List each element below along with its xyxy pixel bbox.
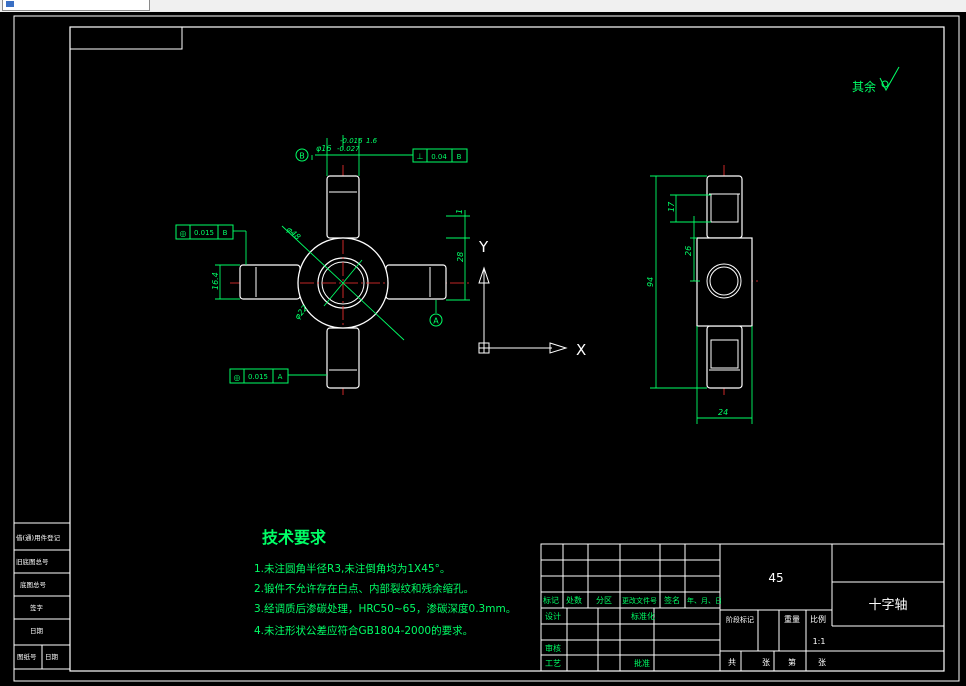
inner-border bbox=[69, 26, 945, 672]
side-label-1: 借(通)用件登记 bbox=[16, 533, 61, 542]
tb-label-count: 处数 bbox=[566, 595, 582, 605]
ucs-y-label: Y bbox=[478, 238, 489, 256]
side-block bbox=[13, 522, 71, 670]
tech-item-3: 3.经调质后渗碳处理，HRC50~65，渗碳深度0.3mm。 bbox=[254, 602, 516, 615]
tech-title: 技术要求 bbox=[262, 528, 327, 547]
tb-scale: 1:1 bbox=[813, 637, 826, 646]
cad-viewport[interactable]: 借(通)用件登记 旧底图总号 底图总号 签字 日期 图纸号 日期 其余 bbox=[0, 12, 966, 686]
tb-label-docno: 更改文件号 bbox=[622, 596, 657, 605]
dim-h28: 28 bbox=[456, 252, 465, 262]
svg-text:⊥: ⊥ bbox=[417, 152, 424, 161]
tolerance-frame-left: ◎ 0.015 B bbox=[175, 224, 234, 240]
tb-standard: 标准化 bbox=[631, 611, 655, 621]
svg-text:B: B bbox=[299, 152, 305, 161]
dim-ra: 1.6 bbox=[366, 137, 378, 145]
drawing-file-icon bbox=[6, 1, 14, 7]
tb-process: 工艺 bbox=[545, 659, 561, 668]
dim-side-94: 94 bbox=[646, 277, 655, 287]
dim-dia-shaft: φ16 bbox=[316, 144, 331, 153]
tolerance-frame-top: ⊥ 0.04 B bbox=[412, 148, 468, 163]
tb-ratio: 比例 bbox=[810, 614, 826, 624]
side-label-3: 底图总号 bbox=[20, 580, 47, 589]
svg-text:0.015: 0.015 bbox=[194, 229, 214, 237]
dim-side-17: 17 bbox=[667, 201, 676, 212]
side-label-5: 日期 bbox=[30, 627, 44, 635]
tb-total: 共 bbox=[728, 658, 736, 667]
dim-h1: 1 bbox=[455, 209, 464, 214]
tb-page-unit: 张 bbox=[818, 658, 826, 667]
svg-text:0.04: 0.04 bbox=[431, 153, 447, 161]
dim-side-24: 24 bbox=[718, 408, 728, 417]
tb-sheet: 张 bbox=[762, 658, 770, 667]
tb-label-mark: 标记 bbox=[543, 595, 559, 605]
tolerance-frame-bottom: ◎ 0.015 A bbox=[229, 368, 289, 384]
svg-text:A: A bbox=[433, 317, 439, 326]
tb-review: 审核 bbox=[545, 643, 561, 653]
ucs-icon bbox=[478, 266, 568, 354]
tb-page: 第 bbox=[788, 657, 796, 667]
datum-a-marker: A bbox=[429, 313, 443, 327]
tb-label-zone: 分区 bbox=[596, 596, 612, 605]
tech-item-1: 1.未注圆角半径R3,未注倒角均为1X45°。 bbox=[254, 562, 450, 575]
svg-text:◎: ◎ bbox=[180, 229, 187, 238]
tb-approve: 批准 bbox=[634, 658, 650, 668]
tb-label-date: 年、月、日 bbox=[687, 596, 722, 605]
side-dimensions bbox=[650, 175, 753, 424]
side-label-2: 旧底图总号 bbox=[16, 557, 49, 566]
title-block bbox=[540, 543, 945, 672]
dim-tol-lower: -0.027 bbox=[337, 145, 360, 153]
side-bottom-2: 日期 bbox=[45, 653, 59, 661]
drawing-canvas: 借(通)用件登记 旧底图总号 底图总号 签字 日期 图纸号 日期 其余 bbox=[13, 15, 960, 682]
tb-design: 设计 bbox=[545, 611, 561, 621]
tech-item-2: 2.锻件不允许存在白点、内部裂纹和残余缩孔。 bbox=[254, 582, 474, 595]
side-bottom-1: 图纸号 bbox=[17, 652, 37, 661]
svg-text:0.015: 0.015 bbox=[248, 373, 268, 381]
svg-text:A: A bbox=[278, 373, 283, 381]
side-label-4: 签字 bbox=[30, 603, 44, 612]
outer-border bbox=[13, 15, 960, 682]
cross-side-view bbox=[690, 165, 758, 395]
roughness-symbol bbox=[879, 66, 900, 92]
main-dimensions bbox=[215, 135, 470, 376]
svg-text:◎: ◎ bbox=[234, 373, 241, 382]
tb-part-name: 十字轴 bbox=[868, 598, 907, 613]
tb-material: 45 bbox=[768, 571, 783, 585]
cross-main-view bbox=[230, 165, 470, 395]
dim-w16: 16.4 bbox=[211, 272, 220, 290]
dim-d48: φ48 bbox=[285, 225, 303, 242]
dim-tol-upper: -0.016 bbox=[340, 137, 363, 145]
tb-label-sign: 签名 bbox=[664, 595, 680, 605]
code-box bbox=[69, 26, 183, 50]
tb-weight: 重量 bbox=[784, 614, 800, 624]
svg-text:B: B bbox=[223, 229, 228, 237]
document-tab[interactable] bbox=[2, 0, 150, 11]
datum-b-marker: B bbox=[295, 148, 309, 162]
svg-text:B: B bbox=[457, 153, 462, 161]
tb-stage: 阶段标记 bbox=[726, 615, 754, 624]
roughness-note: 其余 bbox=[852, 79, 876, 94]
ucs-x-label: X bbox=[576, 341, 586, 359]
tech-item-4: 4.未注形状公差应符合GB1804-2000的要求。 bbox=[254, 624, 473, 637]
dim-side-26: 26 bbox=[684, 246, 693, 256]
